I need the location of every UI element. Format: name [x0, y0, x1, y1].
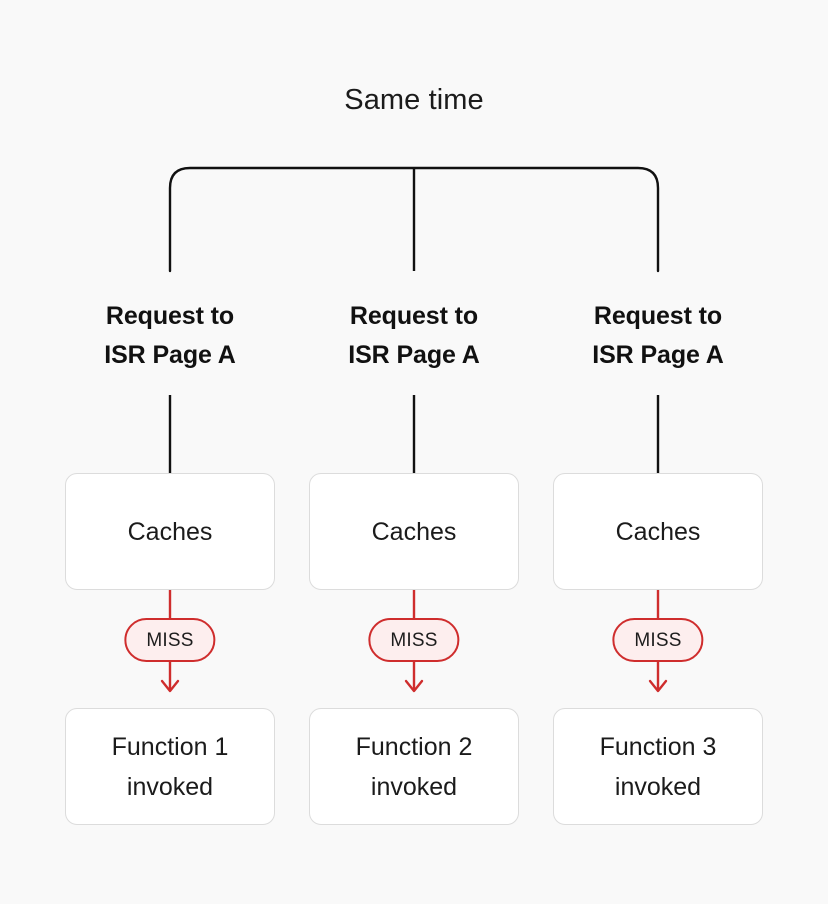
request-label-1: Request to ISR Page A: [64, 297, 276, 375]
cache-box-label-2: Caches: [371, 517, 457, 546]
function-box-line-2: invoked: [614, 772, 702, 801]
request-flow-column-3: Request to ISR Page A Caches MISS Functi…: [552, 0, 764, 904]
request-label-line-2: ISR Page A: [104, 341, 236, 369]
request-label-3: Request to ISR Page A: [552, 297, 764, 375]
function-box-line-1: Function 2: [355, 732, 473, 761]
request-label-line-1: Request to: [105, 302, 235, 330]
request-label-line-1: Request to: [593, 302, 723, 330]
function-box-2[interactable]: Function 2 invoked: [309, 708, 519, 825]
cache-box-3[interactable]: Caches: [553, 473, 763, 590]
request-flow-column-1: Request to ISR Page A Caches MISS Functi…: [64, 0, 276, 904]
miss-badge-2[interactable]: MISS: [368, 618, 460, 662]
function-box-line-2: invoked: [126, 772, 214, 801]
function-box-3[interactable]: Function 3 invoked: [553, 708, 763, 825]
request-label-line-2: ISR Page A: [592, 341, 724, 369]
request-label-line-2: ISR Page A: [348, 341, 480, 369]
page-title: Same time: [344, 84, 484, 116]
miss-badge-3[interactable]: MISS: [612, 618, 704, 662]
cache-box-2[interactable]: Caches: [309, 473, 519, 590]
request-flow-column-2: Request to ISR Page A Caches MISS Functi…: [308, 0, 520, 904]
function-box-line-1: Function 1: [111, 732, 229, 761]
cache-box-label-1: Caches: [127, 517, 213, 546]
request-label-2: Request to ISR Page A: [308, 297, 520, 375]
function-box-line-2: invoked: [370, 772, 458, 801]
request-label-line-1: Request to: [349, 302, 479, 330]
cache-box-label-3: Caches: [615, 517, 701, 546]
miss-badge-1[interactable]: MISS: [124, 618, 216, 662]
function-box-line-1: Function 3: [599, 732, 717, 761]
cache-box-1[interactable]: Caches: [65, 473, 275, 590]
function-box-1[interactable]: Function 1 invoked: [65, 708, 275, 825]
